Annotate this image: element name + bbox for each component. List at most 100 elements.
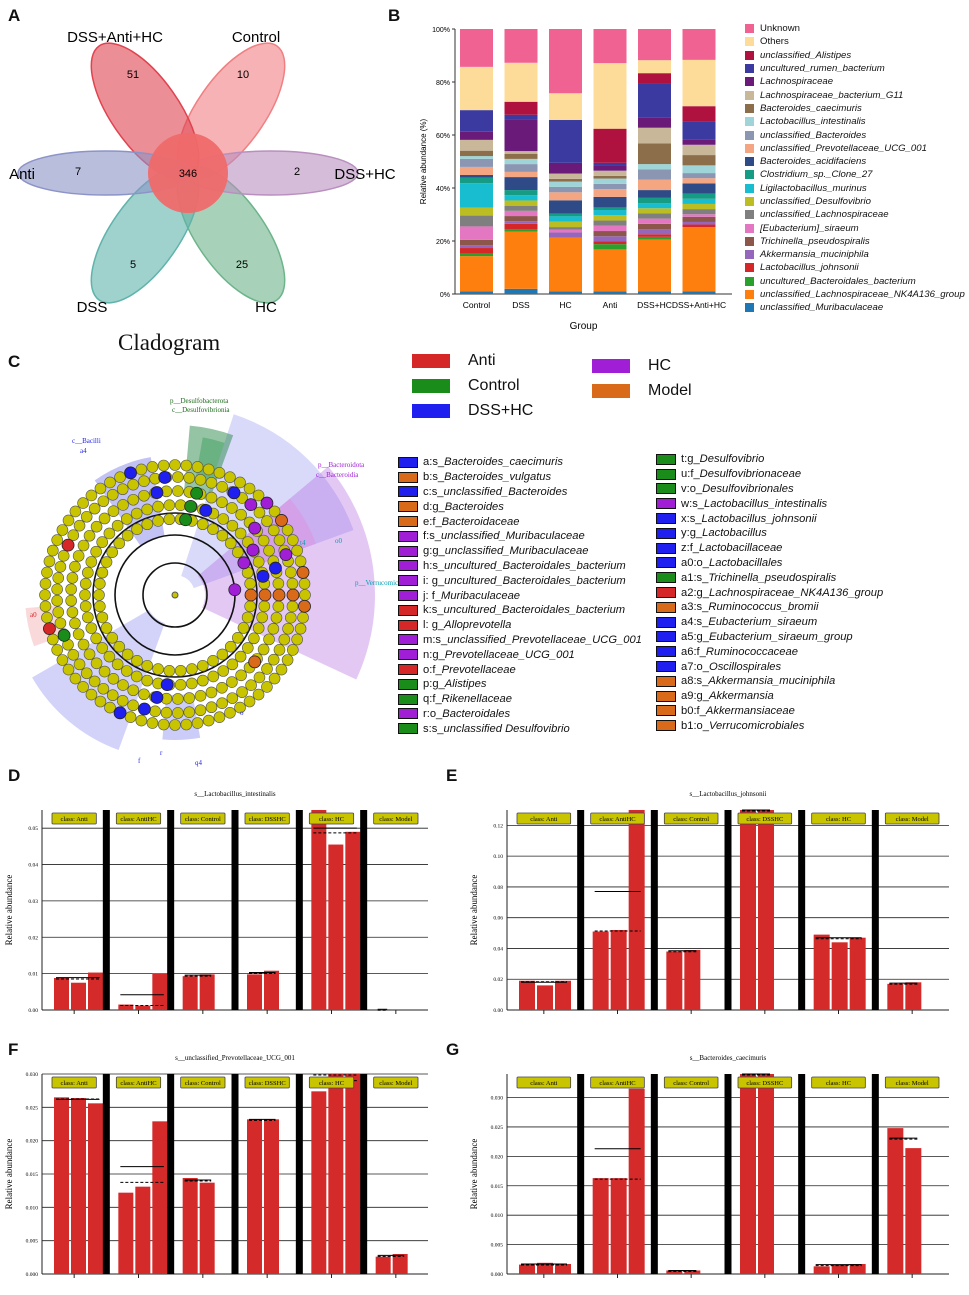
stacked-bar-segment [504,101,538,115]
cladogram-node [256,611,268,624]
cladogram-node [106,689,119,702]
class-separator [102,1074,110,1274]
cladogram-node [245,679,257,691]
stacked-bar-segment [504,114,538,120]
abundance-bar [831,942,848,1010]
cladogram-node [207,655,219,667]
cladogram-node [299,589,311,601]
abundance-bar [628,1088,645,1274]
cladogram-highlight-node [158,471,172,484]
stacked-bar-segment [593,241,627,245]
stacked-bar-segment [504,229,538,232]
class-label-box [115,1076,162,1089]
cladogram-key-item: a7:o_Oscillospirales [656,659,956,674]
legend-label: Others [760,36,789,48]
cladogram-node [141,503,153,516]
cladogram-key-code: g:g_ [423,545,445,558]
panel-letter-b: B [388,6,401,25]
cladogram-title: Cladogram [118,330,221,355]
cladogram-key-swatch [398,590,418,602]
cladogram-node [96,642,108,654]
cladogram-clade-label: t4 [300,539,306,547]
cladogram-key-item: g:g_unclassified_Muribaculaceae [398,544,658,559]
cladogram-highlight-node [244,498,258,512]
y-tick-label: 0.020 [26,1139,39,1145]
stacked-bar-segment [460,156,493,159]
cladogram-key-item: a8:s_Akkermansia_muciniphila [656,674,956,689]
stacked-legend-item: unclassified_Desulfovibrio [745,195,965,208]
legend-label: unclassified_Lachnospiraceae [760,209,889,221]
cladogram-key-swatch [398,560,418,572]
cladogram-key-item: n:g_Prevotellaceae_UCG_001 [398,647,658,662]
cladogram-node [73,658,86,671]
abundance-bar [71,1098,86,1274]
cladogram-node [97,495,110,508]
cladogram-clade-label: r [160,749,163,757]
cladogram-key-code: q:f_ [423,693,442,706]
cladogram-highlight-node [57,628,71,642]
cladogram-node [98,665,111,678]
cladogram-node [216,481,228,493]
stacked-bar-segment [460,183,493,208]
stacked-bar-segment [504,210,538,217]
stacked-bar-segment [593,249,627,292]
cladogram-key-code: n:g_ [423,648,445,661]
cladogram-node [69,560,81,573]
stacked-bar-segment [504,205,538,211]
cladogram-key-name: Desulfovibrio [699,453,765,466]
cladogram-highlight-node [298,599,311,613]
cladogram-key-code: x:s_ [681,512,702,525]
x-axis-label: Group [570,321,598,332]
cladogram-node [77,539,90,552]
cladogram-node [82,611,94,624]
abundance-bar [905,1148,922,1274]
abundance-bar [88,972,103,1010]
venn-petal-name: DSS+HC [334,166,395,183]
cladogram-node [152,500,164,513]
cladogram-key-swatch [656,601,676,613]
cladogram-node [141,674,153,687]
cladogram-key-swatch [656,616,676,628]
legend-swatch [745,197,754,206]
cladogram-node [39,577,52,590]
cladogram-key-name: Bacteroidales [442,707,511,720]
cladogram-highlight-node [244,588,258,602]
cladogram-key-name: Oscillospirales [709,660,782,673]
cladogram-key-code: m:s_ [423,633,448,646]
stacked-bar-segment [460,139,493,151]
legend-label: Clostridium_sp._Clone_27 [760,169,873,181]
stacked-legend-item: Clostridium_sp._Clone_27 [745,168,965,181]
class-separator [295,810,303,1010]
cladogram-node [77,638,90,651]
class-label: class: HC [826,816,851,823]
cladogram-node [127,478,139,491]
class-separator [360,810,368,1010]
cladogram-node [261,663,273,675]
cladogram-key-name: Bacteroides [444,500,504,513]
cladogram-node [183,706,196,718]
stacked-bar-segment [460,248,493,254]
cladogram-key-swatch [398,664,418,676]
stacked-bar-segment [638,234,671,237]
y-tick-label: 60% [436,133,450,140]
cladogram-root [171,591,179,599]
cladogram-node [97,682,110,695]
y-tick-label: 0.005 [491,1243,504,1249]
stacked-bar-segment [549,227,582,230]
cladogram-node [234,476,246,489]
legend-label: unclassified_Lachnospiraceae_NK4A136_gro… [760,289,965,301]
abundance-bar [345,1074,361,1274]
cladogram-node [127,684,140,697]
panel-letter-a: A [8,6,21,25]
abundance-bar [328,844,344,1010]
y-tick-label: 0.01 [28,972,38,978]
cladogram-node [54,617,67,630]
legend-swatch [745,64,754,74]
cladogram-node [224,471,236,483]
stacked-bar-segment [549,221,582,228]
cladogram-key-code: a4:s_ [681,616,709,629]
cladogram-node [241,611,254,624]
abundance-bar [849,937,866,1010]
